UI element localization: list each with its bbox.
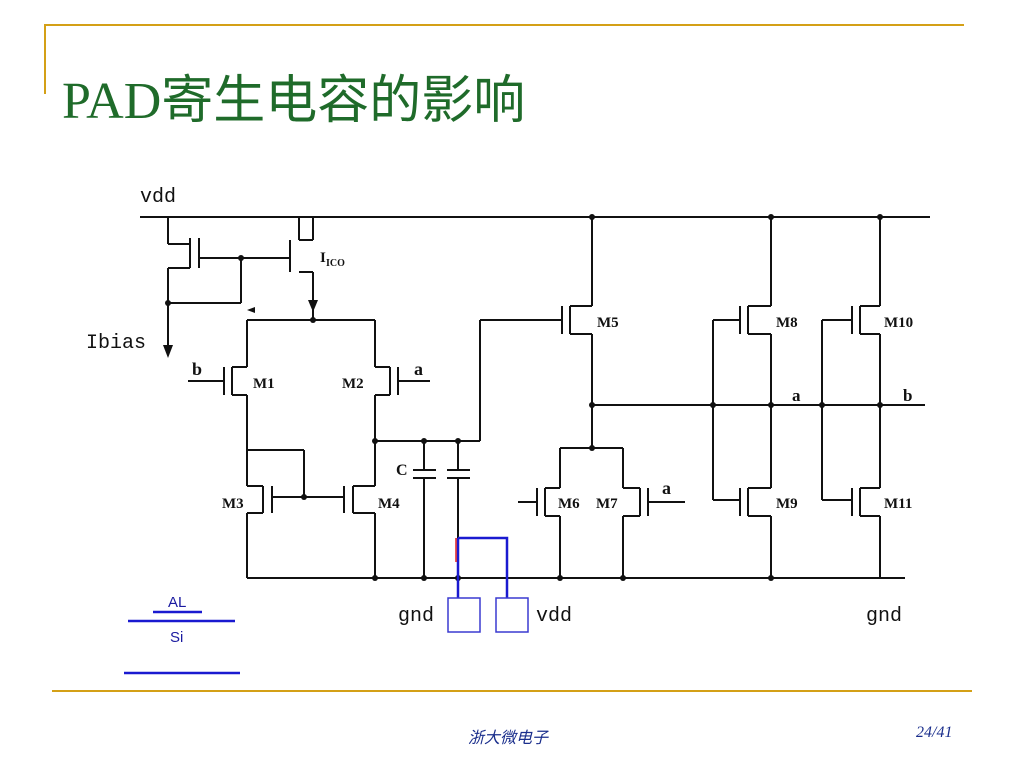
m6-label: M6 — [558, 496, 580, 512]
m9-label: M9 — [776, 496, 798, 512]
circuit-wires — [140, 216, 930, 579]
vdd-top-label: vdd — [140, 186, 176, 209]
gnd-pad — [447, 597, 481, 633]
ico-subscript: ICO — [326, 258, 345, 269]
slide-title: PAD寄生电容的影响 — [62, 73, 526, 130]
node-a-label: a — [792, 386, 801, 405]
m10-label: M10 — [884, 315, 913, 331]
b-input-label: b — [192, 359, 202, 379]
pad-overlay — [447, 536, 529, 633]
footer-rule — [52, 690, 972, 692]
junction-dots — [165, 214, 883, 581]
m11-label: M11 — [884, 496, 912, 512]
legend-lines — [124, 610, 240, 675]
gnd-right-label: gnd — [866, 605, 902, 628]
circuit-arrows — [163, 300, 318, 358]
vdd-pad — [495, 597, 529, 633]
m2-label: M2 — [342, 376, 364, 392]
legend-si-label: Si — [170, 629, 183, 646]
ico-label: I — [320, 250, 326, 266]
vdd-bottom-label: vdd — [536, 605, 572, 628]
a-m7-label: a — [662, 478, 671, 498]
footer-text: 浙大微电子 — [468, 730, 549, 747]
title-rule-top — [44, 24, 964, 26]
m1-label: M1 — [253, 376, 275, 392]
m3-label: M3 — [222, 496, 244, 512]
gnd-left-label: gnd — [398, 605, 434, 628]
a-input-label: a — [414, 359, 423, 379]
title-rule-left — [44, 24, 46, 94]
m4-label: M4 — [378, 496, 400, 512]
m7-label: M7 — [596, 496, 618, 512]
m5-label: M5 — [597, 315, 619, 331]
m8-label: M8 — [776, 315, 798, 331]
cap-label: C — [396, 462, 408, 479]
ibias-label: Ibias — [86, 332, 146, 355]
node-b-label: b — [903, 386, 912, 405]
page-number: 24/41 — [916, 724, 953, 741]
legend-al-label: AL — [168, 594, 186, 611]
